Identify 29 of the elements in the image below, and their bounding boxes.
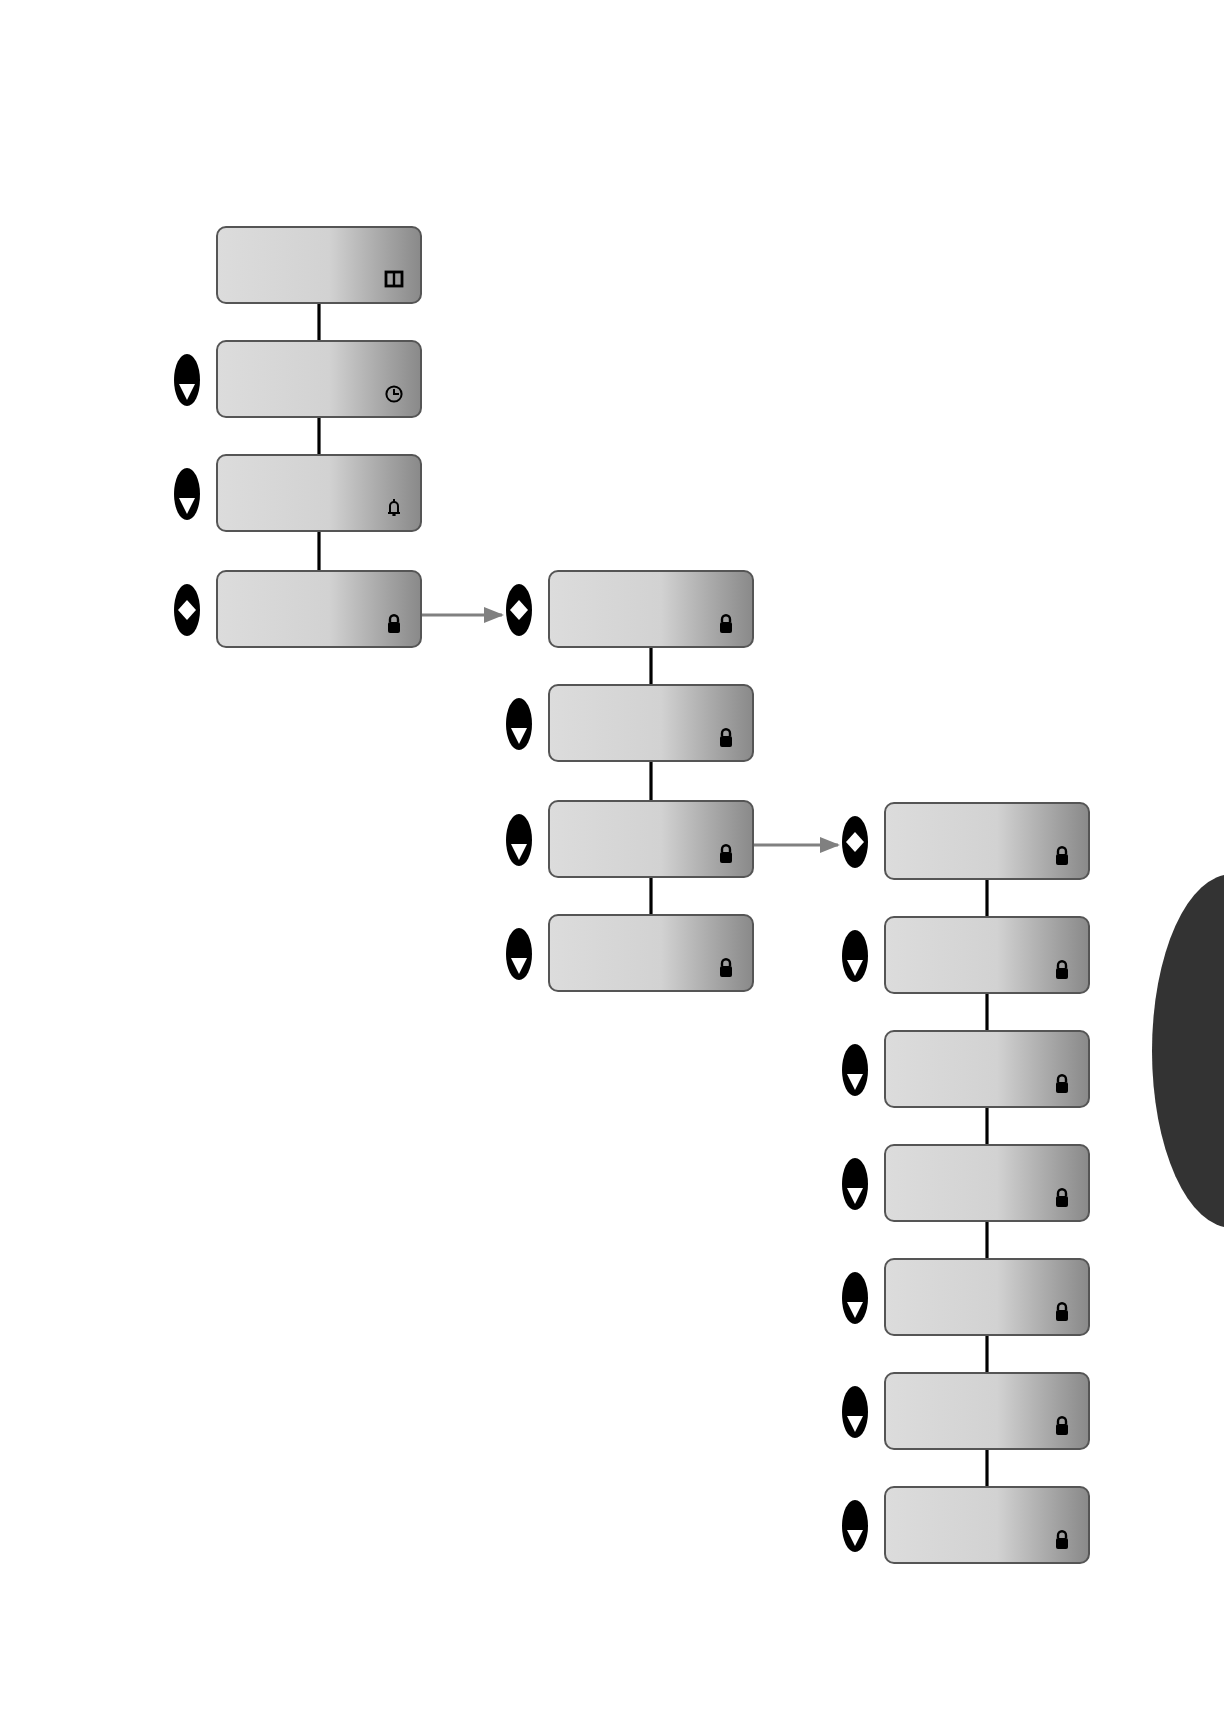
arrow bbox=[754, 837, 840, 853]
connector-line bbox=[985, 880, 989, 916]
connector-line bbox=[985, 1108, 989, 1144]
connector-line bbox=[985, 1336, 989, 1372]
display-screen bbox=[884, 916, 1090, 994]
display-screen bbox=[216, 454, 422, 532]
display-screen bbox=[884, 802, 1090, 880]
display-screen bbox=[884, 1486, 1090, 1564]
display-screen bbox=[216, 570, 422, 648]
display-screen bbox=[216, 340, 422, 418]
connector-line bbox=[985, 1222, 989, 1258]
display-screen bbox=[548, 914, 754, 992]
display-screen bbox=[884, 1030, 1090, 1108]
connector-line bbox=[649, 878, 653, 914]
connector-line bbox=[985, 994, 989, 1030]
connector-line bbox=[649, 762, 653, 800]
arrow bbox=[422, 607, 504, 623]
display-screen bbox=[884, 1144, 1090, 1222]
display-screen bbox=[884, 1372, 1090, 1450]
display-screen bbox=[548, 570, 754, 648]
connector-line bbox=[317, 532, 321, 570]
display-screen bbox=[216, 226, 422, 304]
display-screen bbox=[548, 684, 754, 762]
connector-line bbox=[317, 418, 321, 454]
display-screen bbox=[548, 800, 754, 878]
connector-line bbox=[985, 1450, 989, 1486]
connector-line bbox=[649, 648, 653, 684]
display-screen bbox=[884, 1258, 1090, 1336]
connector-line bbox=[317, 304, 321, 340]
